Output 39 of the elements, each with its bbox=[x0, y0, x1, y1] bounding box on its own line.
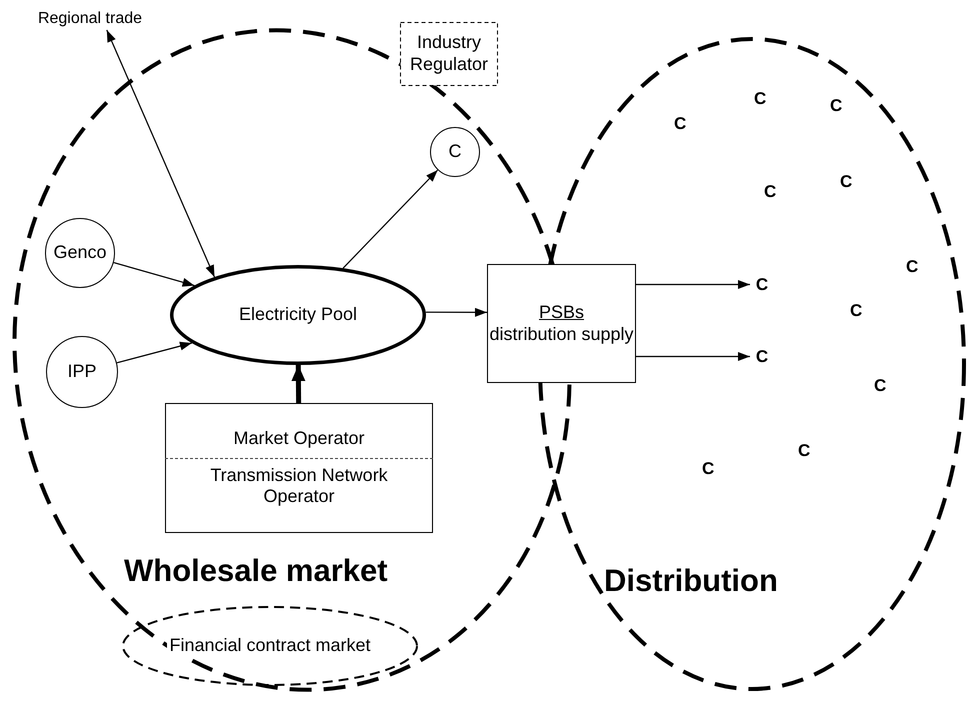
regulator-box bbox=[400, 22, 498, 86]
entity-circle bbox=[45, 218, 115, 288]
node-label: Industry Regulator bbox=[408, 32, 490, 76]
consumer-label: C bbox=[754, 89, 766, 109]
annotation-text: C bbox=[750, 345, 774, 369]
node-label: Transmission Network Operator bbox=[209, 464, 389, 508]
node-label: Electricity Pool bbox=[238, 304, 358, 326]
annotation-text: Regional trade bbox=[5, 8, 175, 30]
node-label: Wholesale market bbox=[124, 552, 388, 590]
node-label: Financial contract market bbox=[167, 635, 373, 657]
node-label: Distribution bbox=[604, 562, 778, 600]
node-label: IPP bbox=[67, 361, 96, 383]
consumer-label: C bbox=[840, 172, 852, 192]
consumer-label: C bbox=[850, 301, 862, 321]
consumer-label: C bbox=[830, 96, 842, 116]
consumer-label: C bbox=[798, 441, 810, 461]
operator-box bbox=[165, 403, 433, 533]
consumer-label: C bbox=[764, 182, 776, 202]
node-label: Genco bbox=[53, 242, 107, 264]
pool-ellipse bbox=[170, 265, 426, 365]
arrow bbox=[116, 342, 192, 364]
entity-circle bbox=[46, 336, 118, 408]
consumer-label: C bbox=[674, 114, 686, 134]
arrow bbox=[114, 262, 195, 287]
arrow bbox=[636, 280, 750, 289]
node-label: PSBs bbox=[538, 302, 584, 324]
arrow bbox=[342, 170, 438, 269]
arrow bbox=[636, 352, 750, 361]
arrow bbox=[426, 308, 487, 317]
node-label: Market Operator bbox=[232, 428, 366, 450]
supply-box bbox=[487, 264, 636, 383]
annotation-text: C bbox=[750, 273, 774, 297]
node-label: C bbox=[448, 141, 462, 163]
consumer-label: C bbox=[874, 376, 886, 396]
arrow bbox=[291, 364, 306, 404]
arrow bbox=[106, 30, 216, 278]
consumer-label: C bbox=[906, 257, 918, 277]
consumer-label: C bbox=[702, 459, 714, 479]
node-label: distribution supply bbox=[489, 324, 634, 346]
